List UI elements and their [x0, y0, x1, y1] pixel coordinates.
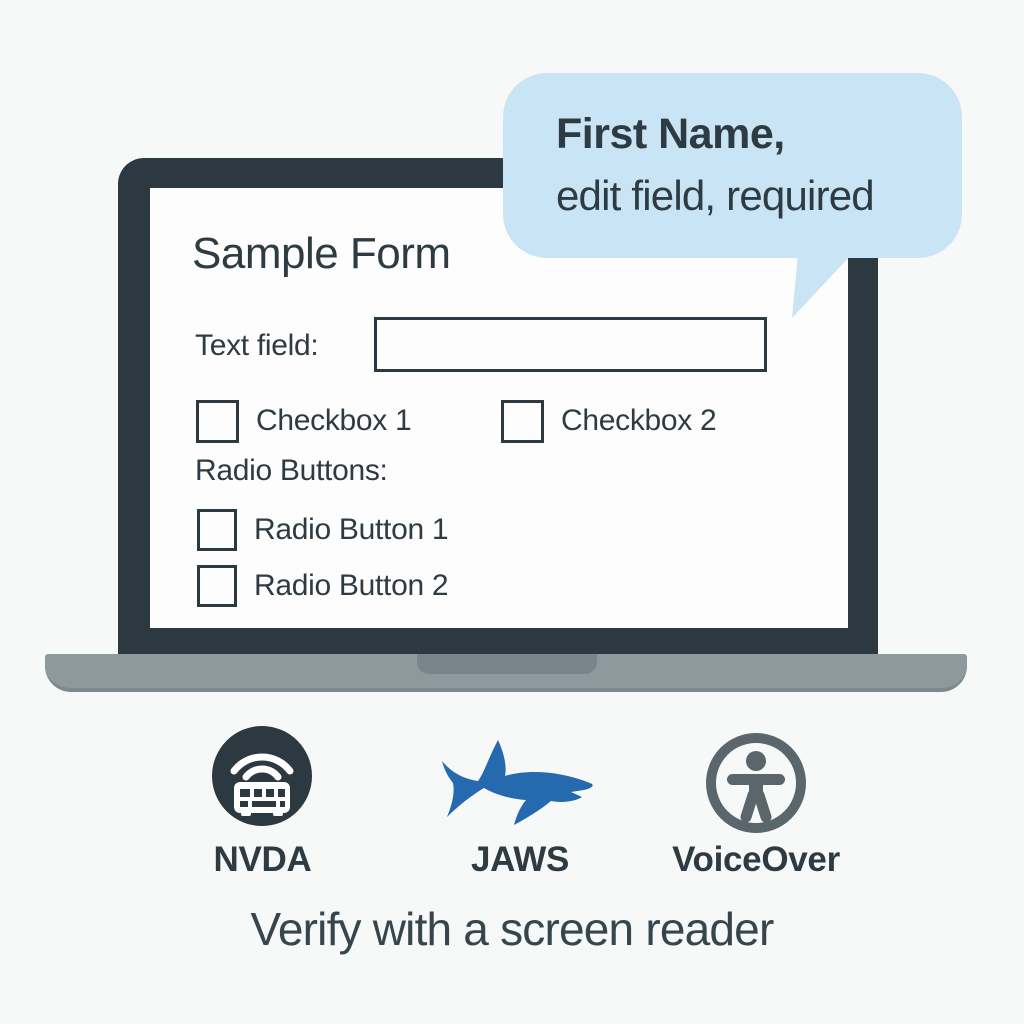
nvda-logo-icon	[212, 726, 312, 826]
checkbox-2-box[interactable]	[501, 399, 544, 443]
radio-group-label: Radio Buttons:	[195, 454, 388, 487]
laptop-base-notch	[417, 654, 597, 674]
checkbox-2-label: Checkbox 2	[561, 404, 717, 437]
jaws-label: JAWS	[471, 840, 569, 879]
radio-1-row: Radio Button 1	[197, 508, 449, 552]
checkbox-1-label: Checkbox 1	[256, 404, 412, 437]
radio-2-label: Radio Button 2	[254, 569, 449, 602]
radio-1-label: Radio Button 1	[254, 513, 449, 546]
announcement-line-1: First Name,	[556, 110, 785, 158]
text-field-row: Text field:	[195, 318, 319, 373]
speech-bubble-tail-icon	[792, 256, 851, 318]
laptop-base	[45, 654, 967, 692]
laptop-screen	[150, 188, 848, 628]
checkbox-1-box[interactable]	[196, 399, 239, 443]
radio-2-box[interactable]	[197, 565, 237, 607]
text-field-input[interactable]	[374, 317, 767, 372]
nvda-label: NVDA	[213, 840, 312, 879]
caption: Verify with a screen reader	[250, 903, 775, 955]
radio-1-box[interactable]	[197, 509, 237, 551]
text-field-label: Text field:	[195, 328, 319, 362]
voiceover-accessibility-icon	[706, 733, 806, 833]
voiceover-label: VoiceOver	[672, 840, 840, 879]
announcement-line-2: edit field, required	[556, 172, 875, 219]
screen-reader-announcement-bubble: First Name, edit field, required	[503, 73, 962, 258]
radio-2-row: Radio Button 2	[197, 564, 449, 608]
checkbox-2-row: Checkbox 2	[501, 399, 717, 443]
form-title: Sample Form	[192, 229, 451, 278]
checkbox-1-row: Checkbox 1	[196, 399, 412, 443]
jaws-shark-icon	[442, 740, 593, 825]
